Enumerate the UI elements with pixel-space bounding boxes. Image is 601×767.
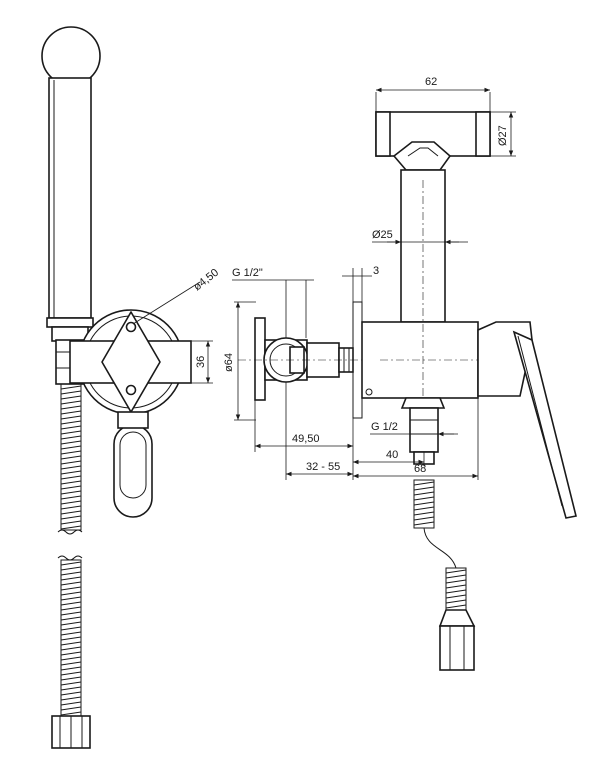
flange-view: ø64 G 1/2" 3 49,50 32 - xyxy=(223,265,379,480)
outlet-nut xyxy=(409,407,439,453)
mixer-view: 62 Ø27 Ø25 G 1/2 40 xyxy=(353,76,577,671)
outlet-hose xyxy=(413,479,467,611)
shower-head xyxy=(41,26,101,86)
offset-68-label: 68 xyxy=(414,463,426,475)
depth-1-label: 49,50 xyxy=(292,433,320,445)
depth-range-label: 32 - 55 xyxy=(306,461,340,473)
gap-label: 3 xyxy=(373,265,379,277)
lever-blade xyxy=(512,330,577,519)
hole-diameter-label: ø4,50 xyxy=(191,267,221,294)
offset-40-label: 40 xyxy=(386,449,398,461)
outlet-thread-label: G 1/2 xyxy=(371,421,398,433)
flange-diameter-label: ø64 xyxy=(223,353,235,372)
shower-handle xyxy=(48,77,92,319)
hose-upper xyxy=(60,383,82,531)
hose-lower xyxy=(60,559,82,717)
body-diameter-label: Ø25 xyxy=(372,229,393,241)
hose-nut xyxy=(51,715,91,749)
inlet-thread-label: G 1/2" xyxy=(232,267,263,279)
hose-end-cone xyxy=(438,609,476,627)
mount-hole-top xyxy=(125,321,137,333)
top-width-label: 62 xyxy=(425,76,437,88)
hand-shower-view: ø4,50 36 xyxy=(41,26,221,749)
mount-hole-bottom xyxy=(125,384,137,396)
plate-height-label: 36 xyxy=(195,356,207,368)
top-diameter-label: Ø27 xyxy=(497,125,509,146)
